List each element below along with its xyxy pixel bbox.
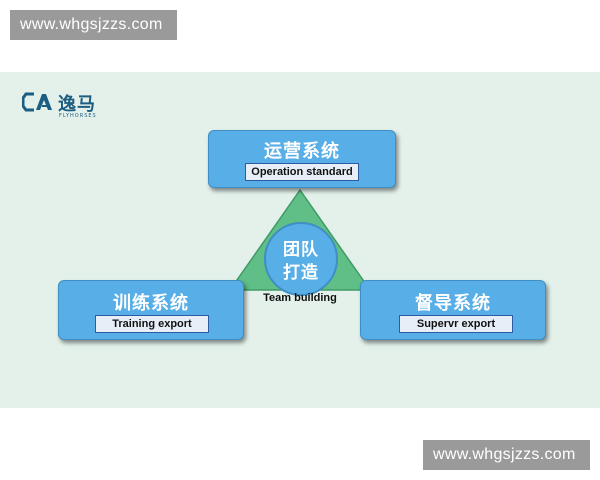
watermark-top: www.whgsjzzs.com: [10, 10, 177, 40]
training-system-subtitle: Training export: [95, 315, 209, 333]
team-building-line2: 打造: [283, 263, 319, 283]
diagram-slide: 逸马 FLYHORSES 运营系统 Operation standard 训练系…: [0, 72, 600, 408]
training-system-title: 训练系统: [113, 293, 189, 314]
logo-subtitle: FLYHORSES: [59, 113, 97, 119]
team-building-circle: 团队 打造: [264, 222, 338, 296]
supervision-system-subtitle: Supervr export: [399, 315, 513, 333]
operation-system-title: 运营系统: [264, 141, 340, 162]
operation-system-subtitle: Operation standard: [245, 163, 359, 181]
training-system-box: 训练系统 Training export: [58, 280, 244, 340]
supervision-system-box: 督导系统 Supervr export: [360, 280, 546, 340]
watermark-bottom: www.whgsjzzs.com: [423, 440, 590, 470]
supervision-system-title: 督导系统: [415, 293, 491, 314]
logo-icon: [22, 92, 52, 112]
operation-system-box: 运营系统 Operation standard: [208, 130, 396, 188]
team-building-line1: 团队: [283, 240, 319, 260]
team-building-label: Team building: [263, 292, 337, 304]
logo-name: 逸马: [58, 94, 96, 115]
